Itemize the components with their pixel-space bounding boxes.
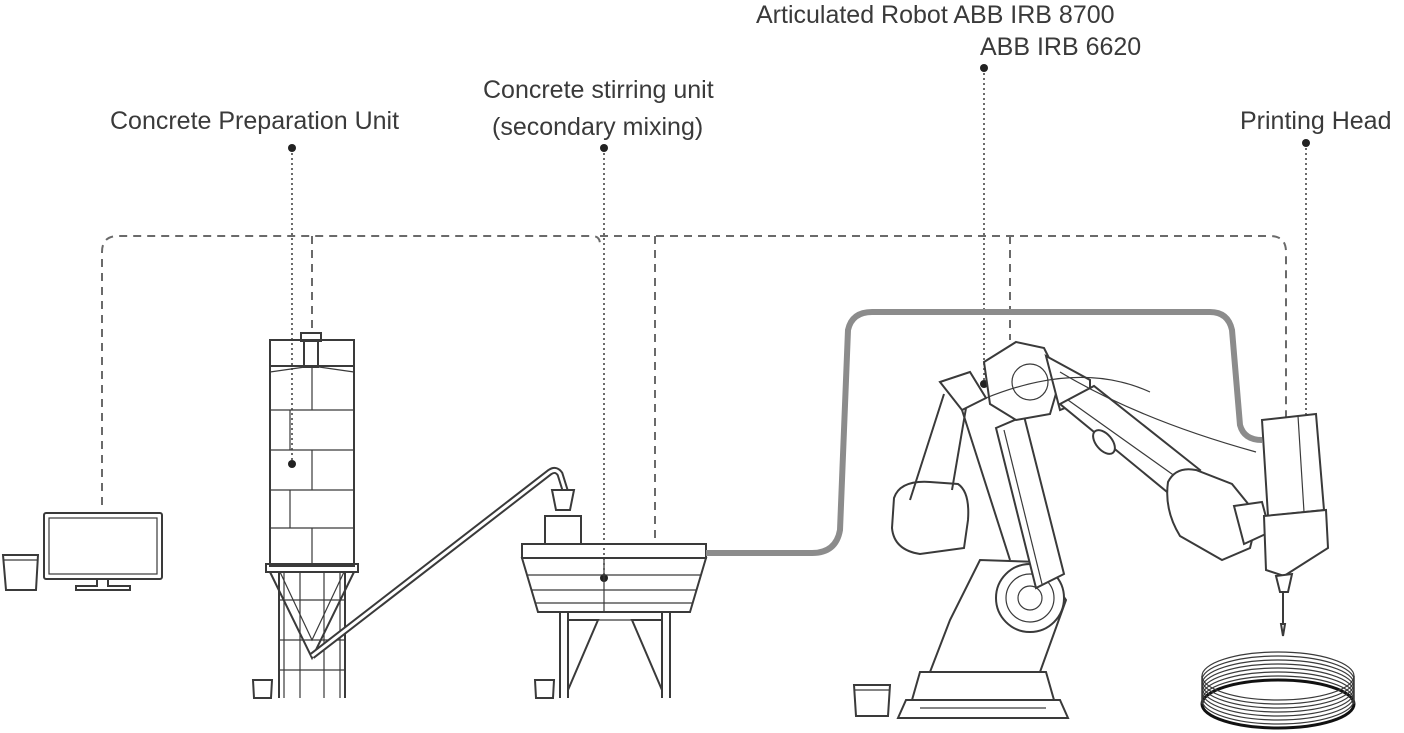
bucket-icon-3	[533, 679, 556, 699]
bucket-icon-1	[1, 554, 40, 591]
concrete-preparation-silo	[265, 332, 359, 698]
label-concrete-preparation-unit: Concrete Preparation Unit	[110, 107, 400, 135]
control-network-dashed-lines	[101, 235, 1287, 545]
articulated-robot	[890, 340, 1272, 719]
label-robot-line1: Articulated Robot ABB IRB 8700	[756, 1, 1115, 29]
label-stirring-unit-line1: Concrete stirring unit	[483, 76, 714, 104]
feed-pipe	[309, 466, 569, 659]
monitor-icon	[43, 512, 163, 591]
printing-head	[1260, 412, 1330, 637]
label-stirring-unit-line2: (secondary mixing)	[492, 113, 704, 141]
delivery-hose	[706, 309, 1263, 556]
bucket-icon-2	[251, 679, 274, 699]
bucket-icon-4	[852, 684, 892, 717]
label-robot-line2: ABB IRB 6620	[980, 33, 1142, 61]
concrete-stirring-unit	[520, 489, 708, 698]
printed-circular-wall	[1200, 651, 1356, 730]
label-printing-head: Printing Head	[1240, 107, 1392, 135]
leader-lines	[288, 64, 1310, 582]
